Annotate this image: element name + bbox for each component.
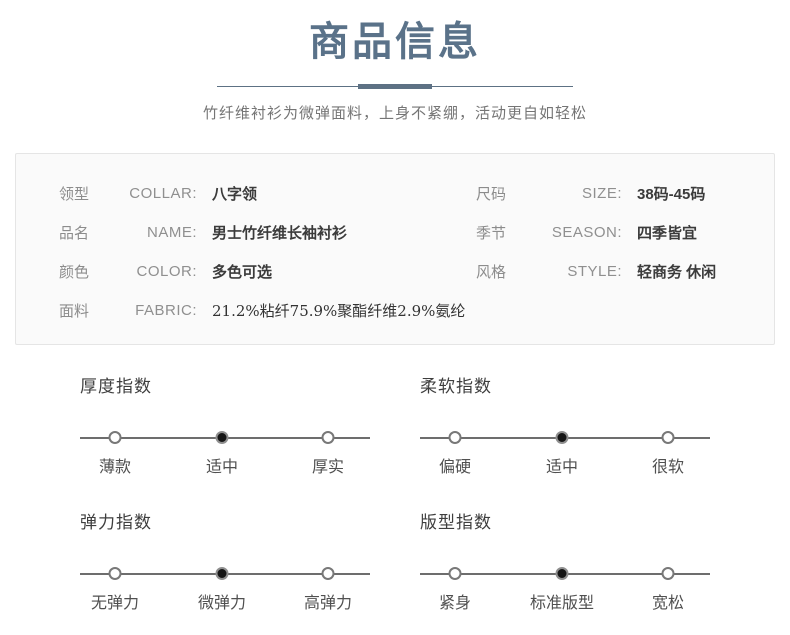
spec-row-color: 颜色 COLOR: 多色可选	[59, 252, 476, 291]
slider-label: 适中	[545, 459, 579, 476]
divider-thick-bar	[358, 84, 432, 89]
slider-label: 厚实	[311, 459, 345, 476]
slider-dot	[555, 431, 569, 444]
slider-label: 微弹力	[197, 595, 247, 612]
index-title: 厚度指数	[80, 377, 152, 396]
spec-value: 38码-45码	[637, 186, 706, 203]
slider-dot	[321, 567, 335, 580]
label-en: NAME:	[146, 224, 197, 241]
spec-row-name: 品名 NAME: 男士竹纤维长袖衬衫	[59, 213, 476, 252]
spec-value: 四季皆宜	[637, 225, 698, 242]
spec-row-style: 风格 STYLE: 轻商务 休闲	[476, 252, 774, 291]
index-slider	[80, 431, 370, 445]
slider-label: 偏硬	[438, 459, 472, 476]
index-section-thickness: 厚度指数 薄款 适中 厚实	[80, 372, 370, 476]
slider-label: 紧身	[438, 595, 472, 612]
index-slider	[80, 567, 370, 581]
slider-labels: 无弹力 微弹力 高弹力	[80, 589, 370, 612]
label-en: STYLE:	[567, 263, 622, 280]
index-section-softness: 柔软指数 偏硬 适中 很软	[420, 372, 710, 476]
index-title: 柔软指数	[420, 377, 492, 396]
slider-label: 很软	[651, 459, 685, 476]
slider-dot	[108, 431, 122, 444]
index-title: 弹力指数	[80, 513, 152, 532]
label-cn: 季节	[476, 225, 507, 242]
spec-value: 轻商务 休闲	[637, 264, 717, 281]
slider-labels: 薄款 适中 厚实	[80, 453, 370, 476]
page-title: 商品信息	[309, 20, 481, 64]
slider-labels: 紧身 标准版型 宽松	[420, 589, 710, 612]
label-cn: 风格	[476, 264, 507, 281]
slider-dot	[555, 567, 569, 580]
slider-label: 标准版型	[529, 595, 595, 612]
spec-box: 领型 COLLAR: 八字领 品名 NAME: 男士竹纤维长袖衬衫 颜色 COL…	[15, 153, 775, 345]
index-slider	[420, 567, 710, 581]
label-cn: 颜色	[59, 264, 90, 281]
slider-label: 无弹力	[90, 595, 140, 612]
label-cn: 品名	[59, 225, 90, 242]
spec-row-size: 尺码 SIZE: 38码-45码	[476, 174, 774, 213]
index-slider	[420, 431, 710, 445]
label-en: SEASON:	[551, 224, 622, 241]
slider-dot	[448, 431, 462, 444]
spec-value: 多色可选	[212, 264, 273, 281]
spec-row-fabric: 面料 FABRIC: 21.2%粘纤75.9%聚酯纤维2.9%氨纶	[59, 291, 476, 330]
slider-labels: 偏硬 适中 很软	[420, 453, 710, 476]
spec-column-left: 领型 COLLAR: 八字领 品名 NAME: 男士竹纤维长袖衬衫 颜色 COL…	[59, 174, 476, 330]
label-cn: 尺码	[476, 186, 507, 203]
slider-dot	[215, 431, 229, 444]
slider-dot	[108, 567, 122, 580]
spec-value: 男士竹纤维长袖衬衫	[212, 225, 348, 242]
product-subtitle: 竹纤维衬衫为微弹面料，上身不紧绷，活动更自如轻松	[202, 105, 587, 122]
slider-dot	[215, 567, 229, 580]
spec-value: 八字领	[212, 186, 258, 203]
slider-label: 宽松	[651, 595, 685, 612]
spec-row-collar: 领型 COLLAR: 八字领	[59, 174, 476, 213]
label-en: SIZE:	[581, 185, 622, 202]
spec-row-season: 季节 SEASON: 四季皆宜	[476, 213, 774, 252]
slider-dot	[661, 431, 675, 444]
slider-dot	[661, 567, 675, 580]
spec-value: 21.2%粘纤75.9%聚酯纤维2.9%氨纶	[212, 302, 466, 320]
index-section-elasticity: 弹力指数 无弹力 微弹力 高弹力	[80, 508, 370, 612]
label-cn: 面料	[59, 303, 90, 320]
spec-column-right: 尺码 SIZE: 38码-45码 季节 SEASON: 四季皆宜 风格 STYL…	[476, 174, 774, 330]
label-en: FABRIC:	[135, 302, 197, 319]
index-section-fit: 版型指数 紧身 标准版型 宽松	[420, 508, 710, 612]
spec-box-inner: 领型 COLLAR: 八字领 品名 NAME: 男士竹纤维长袖衬衫 颜色 COL…	[16, 154, 774, 330]
slider-label: 高弹力	[303, 595, 353, 612]
label-en: COLLAR:	[129, 185, 197, 202]
label-cn: 领型	[59, 186, 90, 203]
title-divider	[217, 84, 573, 89]
slider-label: 薄款	[98, 459, 132, 476]
slider-dot	[321, 431, 335, 444]
slider-dot	[448, 567, 462, 580]
index-title: 版型指数	[420, 513, 492, 532]
label-en: COLOR:	[136, 263, 197, 280]
slider-label: 适中	[205, 459, 239, 476]
